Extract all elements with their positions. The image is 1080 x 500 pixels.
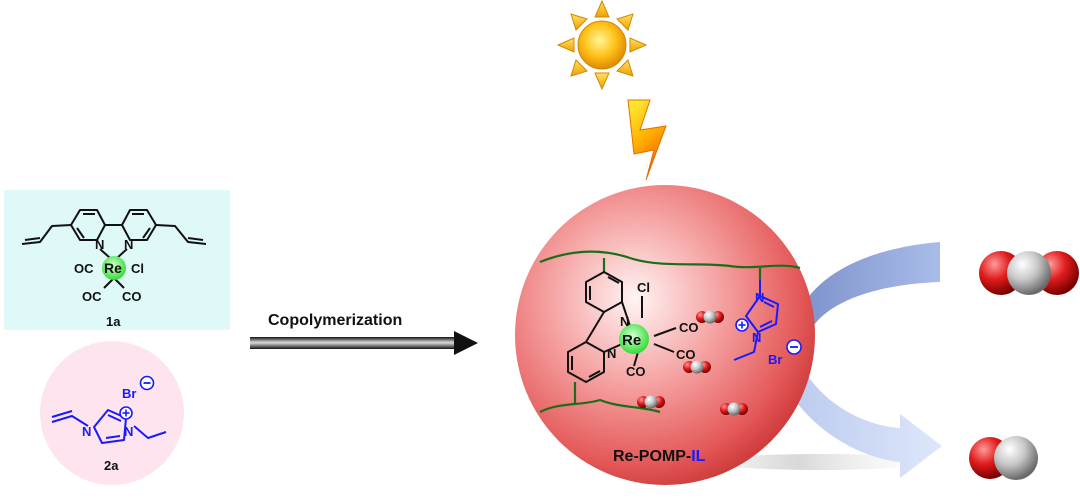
sphere-il-n-top-label: N — [755, 290, 764, 305]
sphere-bromide-label: Br — [768, 352, 782, 367]
co2-molecule-icon — [720, 402, 748, 416]
n-right-label: N — [124, 237, 133, 252]
sphere-n-top-label: N — [620, 314, 629, 329]
bipyridine-structure — [21, 209, 207, 289]
bromide-label: Br — [122, 386, 136, 401]
re-metal-center — [102, 256, 126, 280]
sphere-n-bottom-label: N — [607, 346, 616, 361]
sphere-label: Re-POMP-IL — [613, 448, 706, 465]
sphere-co-1-label: CO — [679, 320, 699, 335]
polymer-backbone — [539, 250, 801, 414]
sun-icon — [556, 0, 648, 91]
sphere-co-3-label: CO — [626, 364, 646, 379]
sphere-shadow — [710, 454, 930, 470]
monomer-2a-panel: N N Br 2a — [40, 341, 184, 485]
copolymerization-label: Copolymerization — [268, 312, 402, 329]
compound-1a-label: 1a — [106, 314, 121, 329]
sphere-re-center — [619, 324, 649, 354]
imidazolium-structure — [51, 409, 167, 444]
lightning-icon — [627, 99, 667, 181]
sphere-bipyridine — [567, 271, 677, 383]
re-label: Re — [104, 260, 122, 276]
sphere-cl-label: Cl — [637, 280, 650, 295]
co2-molecule-icon — [979, 251, 1079, 295]
ligand-oc-top-label: OC — [74, 261, 94, 276]
ligand-cl-label: Cl — [131, 261, 144, 276]
sphere-co-2-label: CO — [676, 347, 696, 362]
flow-arrow-bottom-icon — [795, 372, 942, 478]
ligand-oc-bottom-label: OC — [82, 289, 102, 304]
sphere-label-highlight: IL — [691, 448, 705, 465]
co2-molecule-icon — [637, 395, 665, 409]
polymer-sphere — [515, 185, 815, 485]
sphere-label-main: Re-POMP- — [613, 448, 691, 465]
copolymerization-arrow — [250, 331, 478, 355]
imidazole-n-right-label: N — [124, 424, 133, 439]
n-left-label: N — [95, 237, 104, 252]
ligand-co-bottom-label: CO — [122, 289, 142, 304]
imidazole-n-left-label: N — [82, 424, 91, 439]
sphere-il-n-bottom-label: N — [752, 330, 761, 345]
positive-charge-icon — [119, 406, 133, 420]
co-molecule-icon — [969, 436, 1038, 480]
compound-2a-label: 2a — [104, 458, 119, 473]
sphere-negative-charge-icon — [786, 339, 802, 355]
sphere-imidazolium — [733, 280, 779, 361]
monomer-1a-panel: N N Re OC Cl OC CO 1a — [4, 190, 230, 330]
sphere-re-label: Re — [622, 332, 641, 349]
sphere-positive-charge-icon — [735, 318, 749, 332]
co2-molecule-icon — [696, 310, 724, 324]
flow-arrow-top-icon — [800, 242, 940, 328]
negative-charge-icon — [139, 375, 155, 391]
co2-molecule-icon — [683, 360, 711, 374]
